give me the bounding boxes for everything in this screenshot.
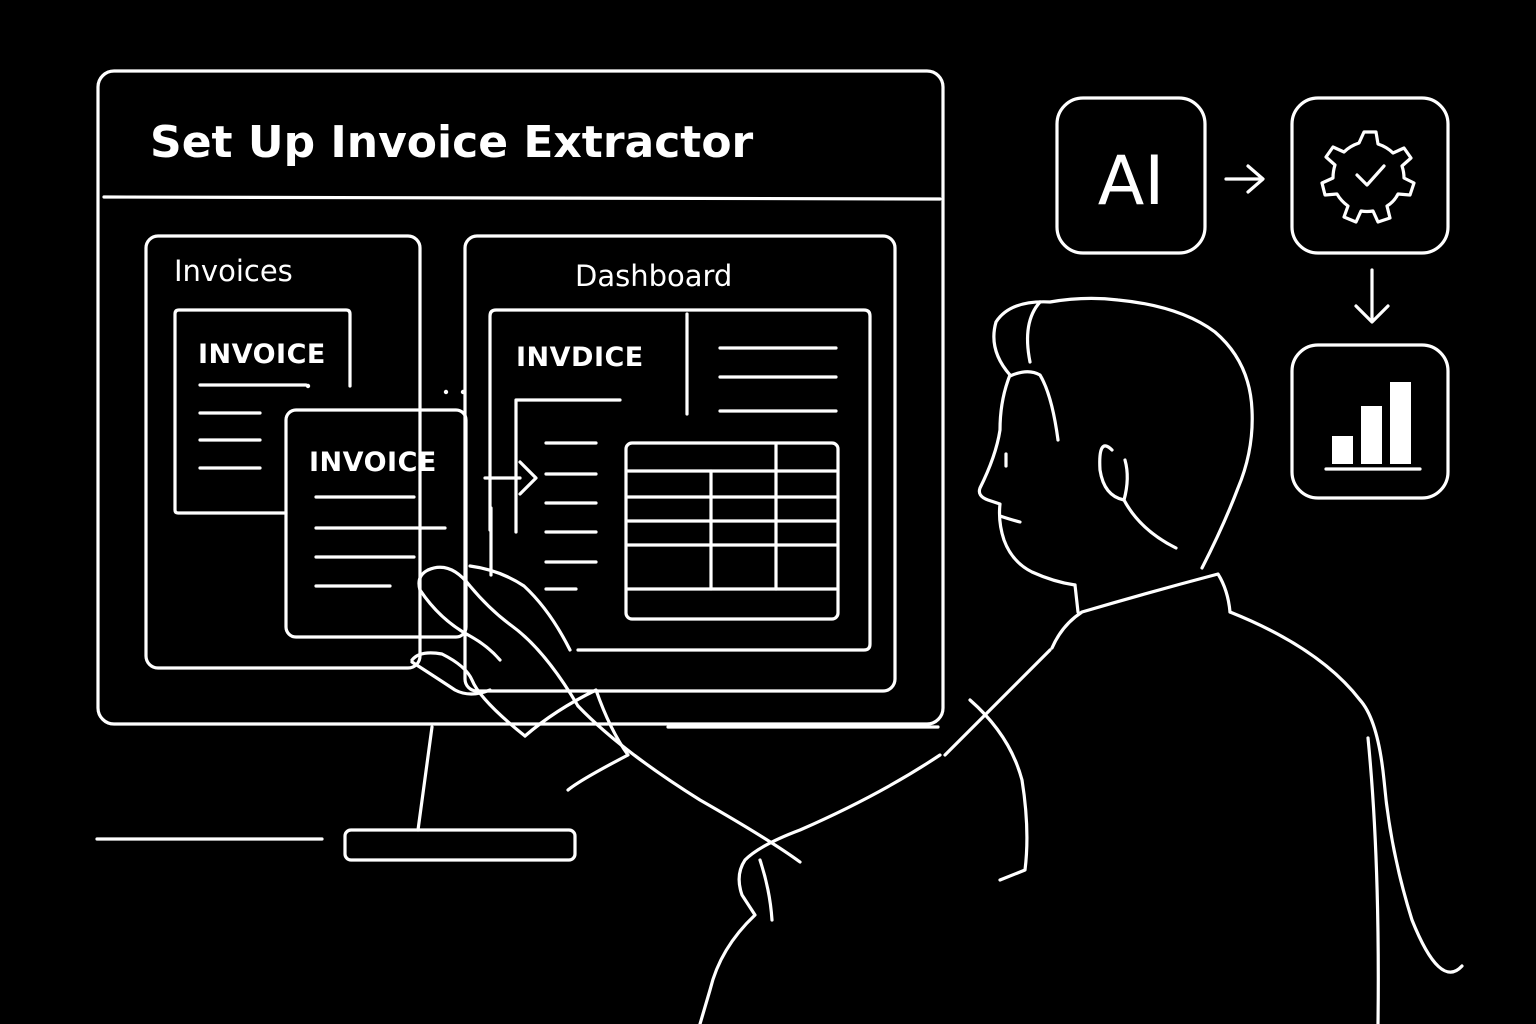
dashboard-panel[interactable]: Dashboard INVDICE [463,234,897,693]
check-mark [1355,164,1386,187]
monitor-frame [96,69,945,726]
dashboard-doc-frame [488,308,872,652]
connector-dot [305,383,311,389]
window-title: Set Up Invoice Extractor [150,117,754,168]
gear-outline [1320,130,1416,224]
temple-line [1008,370,1060,442]
cuff [523,688,630,792]
invoice-doc-back-label: INVOICE [198,339,326,370]
ai-step: AI [1055,96,1207,255]
chart-box [1290,343,1450,500]
bar-chart-icon [1324,382,1422,471]
hand-underside [410,651,527,738]
torso-crease [1366,736,1380,1024]
jaw-line [1122,498,1178,550]
hair-outline [992,296,1254,570]
invoice-doc-front-frame [284,408,468,639]
face-profile [977,373,1077,587]
invoice-doc-back-frame [173,308,352,515]
chart-step [1290,343,1450,500]
hand-top [426,565,580,708]
invoice-doc-back[interactable]: INVOICE [173,308,352,515]
hair-strand [1025,300,1042,364]
dashboard-doc-label: INVDICE [516,342,644,373]
bar [1332,436,1353,464]
arrow-right-head [1246,164,1265,194]
gear-step [1290,96,1450,255]
back-outline [1228,610,1464,974]
thumb [410,660,492,696]
dashboard-panel-frame [463,234,897,693]
ear [1098,444,1129,502]
invoices-panel[interactable]: Invoices INVOICE INVOICE [144,234,468,670]
invoice-doc-front-label: INVOICE [309,447,437,478]
arm-underside [698,753,942,1024]
ai-icon: AI [1098,142,1165,221]
collar [1050,572,1232,650]
arm-top [576,704,802,864]
index-finger [417,568,502,662]
monitor [95,69,945,862]
invoices-panel-title: Invoices [174,254,293,288]
stand-neck-left [416,725,434,832]
dashboard-panel-title: Dashboard [575,259,732,293]
workflow: AI [1055,96,1450,500]
gear-box [1290,96,1450,255]
ai-box [1055,96,1207,255]
title-bar-divider [102,195,942,201]
invoices-panel-frame [144,234,422,670]
invoice-doc-front[interactable]: INVOICE [284,408,468,639]
data-table [624,441,840,621]
bar [1390,382,1411,464]
stand-base [343,828,577,862]
bar [1361,406,1382,464]
data-table-frame [624,441,840,621]
doc-bracket [514,398,622,534]
elbow-fold [758,858,774,922]
hand-back [468,564,572,652]
arrow-down-head [1354,304,1390,324]
gear-check-icon [1320,130,1416,224]
sleeve-fold [968,698,1029,882]
drag-arrow-head [518,460,538,496]
connector-dot [443,389,449,395]
dashboard-invoice-doc[interactable]: INVDICE [488,308,872,652]
shoulder-line [943,648,1052,757]
person-illustration [410,296,1464,1024]
mouth [998,514,1022,524]
neck [1073,583,1080,614]
